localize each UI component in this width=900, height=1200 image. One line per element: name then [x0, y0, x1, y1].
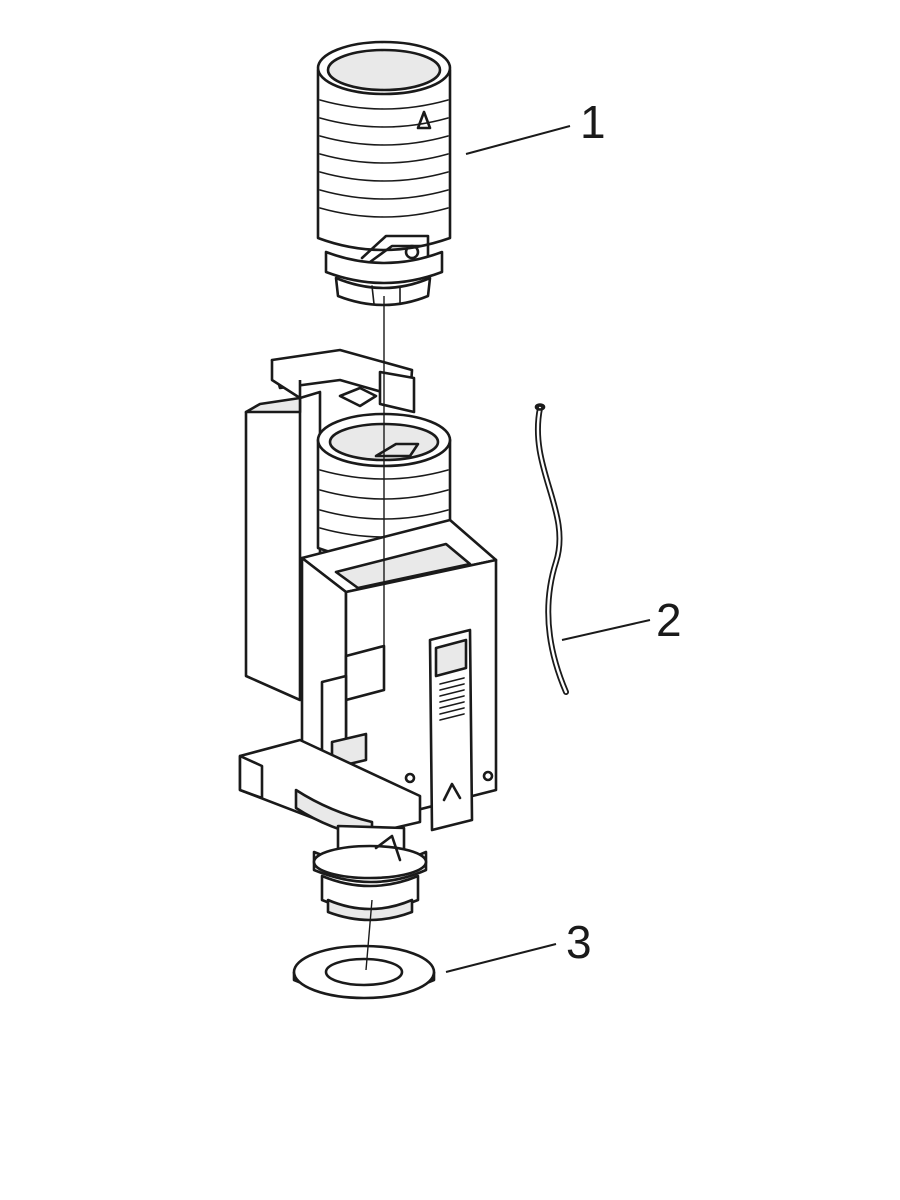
callout-1: 1 — [580, 96, 606, 148]
part-3-seal-ring — [292, 944, 436, 1000]
callout-2: 2 — [656, 594, 682, 646]
leader-line-3 — [445, 943, 557, 973]
part-2-cable — [534, 403, 569, 695]
callout-3: 3 — [566, 916, 592, 968]
valve-housing-assembly — [238, 348, 498, 922]
leader-line-1 — [465, 125, 571, 155]
assembly-axis-line — [365, 296, 385, 971]
leader-line-2 — [561, 619, 651, 641]
part-1-ribbed-cylinder — [316, 40, 452, 307]
